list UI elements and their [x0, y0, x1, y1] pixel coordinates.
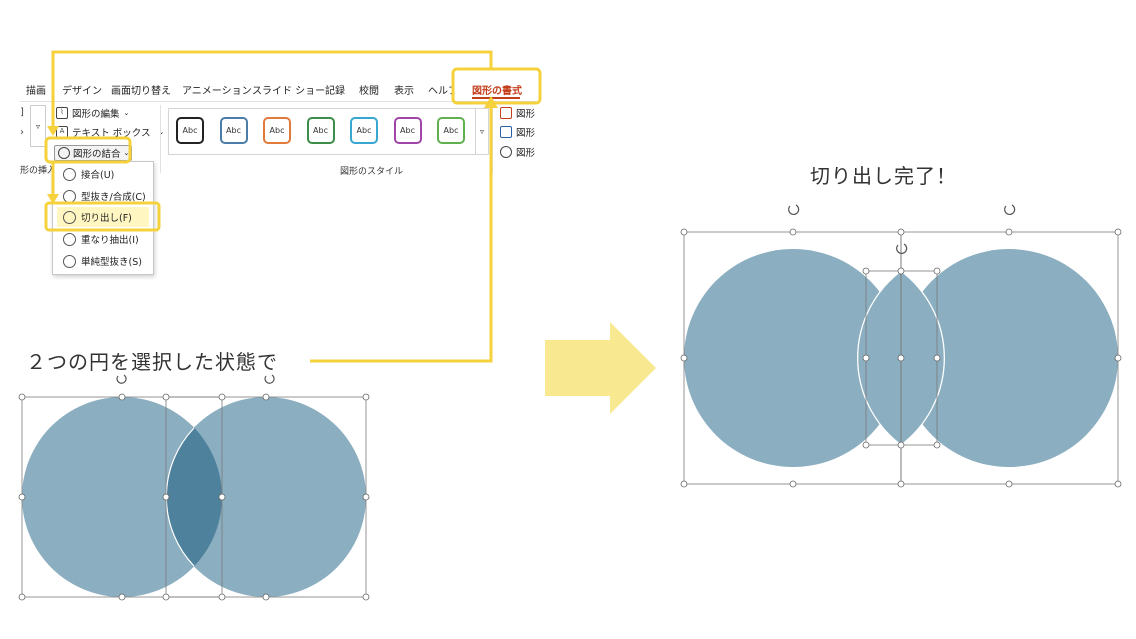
- menu-item-subtract[interactable]: 単純型抜き(S): [57, 251, 149, 271]
- tab-shape-format[interactable]: 図形の書式: [472, 86, 522, 97]
- menu-item-intersect[interactable]: 重なり抽出(I): [57, 229, 149, 249]
- shape-effects-command[interactable]: 図形: [500, 145, 535, 159]
- shape-fill-command[interactable]: 図形: [500, 106, 535, 120]
- merge-button-highlight-box: [44, 136, 132, 164]
- before-caption: ２つの円を選択した状態で: [26, 350, 278, 374]
- rotate-handle-icon[interactable]: [116, 374, 275, 384]
- shape-style-option[interactable]: Abc: [437, 117, 465, 144]
- tab-to-merge-connector: [51, 50, 493, 132]
- shape-fill-label: 図形: [516, 109, 536, 120]
- fill-bucket-icon: [500, 107, 512, 119]
- subtract-icon: [63, 254, 76, 268]
- merge-shapes-icon: [58, 147, 70, 159]
- fragment-highlight-box: [44, 201, 161, 232]
- after-caption: 切り出し完了！: [810, 164, 957, 188]
- right-arrow-icon: [545, 322, 656, 414]
- tab-transitions[interactable]: 画面切り替え: [111, 86, 171, 97]
- group-divider: [160, 105, 161, 173]
- rotate-handle-icon[interactable]: [788, 204, 1016, 254]
- shape-style-option[interactable]: Abc: [393, 117, 422, 144]
- chevron-down-icon: ⌄: [123, 149, 130, 157]
- menu-item-label: 接合(U): [81, 170, 115, 181]
- menu-item-union[interactable]: 接合(U): [57, 164, 149, 184]
- chevron-down-icon: ⌄: [123, 109, 130, 117]
- shape-styles-group-label: 図形のスタイル: [340, 167, 404, 177]
- merge-shapes-label: 図形の結合: [73, 149, 121, 160]
- merge-shapes-menu: 接合(U) 型抜き/合成(C) 切り出し(F) 重なり抽出(I) 単純型抜き(S…: [52, 161, 154, 275]
- shape-style-option[interactable]: Abc: [263, 117, 291, 144]
- left-circle-before[interactable]: [22, 397, 222, 597]
- pen-outline-icon: [500, 126, 512, 138]
- connector-arrowhead: [47, 126, 59, 136]
- partial-control-arrow: ›: [20, 127, 24, 138]
- shape-outline-command[interactable]: 図形: [500, 125, 535, 139]
- menu-item-label: 型抜き/合成(C): [81, 192, 146, 203]
- chevron-down-icon: ⌄: [158, 128, 165, 136]
- tab-view[interactable]: 表示: [394, 86, 414, 97]
- shape-style-option[interactable]: Abc: [306, 117, 335, 144]
- connector-arrowhead: [484, 96, 498, 108]
- left-fragment-shape[interactable]: [684, 249, 902, 467]
- caption-to-tab-connector: [310, 104, 493, 363]
- menu-item-label: 単純型抜き(S): [81, 257, 142, 268]
- tab-record[interactable]: 記録: [325, 86, 345, 97]
- tab-design[interactable]: デザイン: [62, 86, 102, 97]
- connector-arrowhead: [47, 194, 59, 204]
- fragment-icon: [63, 210, 76, 224]
- selection-handles-before[interactable]: [18, 393, 370, 601]
- right-circle-before[interactable]: [166, 397, 366, 597]
- tab-animations[interactable]: アニメーション: [182, 86, 252, 97]
- ribbon-tab-row: 描画 デザイン 画面切り替え アニメーション スライド ショー 記録 校閲 表示…: [20, 75, 536, 102]
- menu-item-label: 重なり抽出(I): [81, 235, 139, 246]
- tab-highlight-box: [451, 67, 542, 105]
- tab-review[interactable]: 校閲: [359, 86, 379, 97]
- selection-handles-after[interactable]: [680, 228, 1122, 488]
- effects-icon: [500, 146, 512, 158]
- edit-shape-icon: ⌇: [56, 107, 68, 119]
- insert-shapes-group-label: 形の挿入: [20, 166, 57, 176]
- shape-style-option[interactable]: Abc: [350, 117, 378, 144]
- shape-style-option[interactable]: Abc: [176, 117, 204, 144]
- style-gallery-more-button[interactable]: ▿: [475, 108, 489, 155]
- shape-gallery-scroll[interactable]: ▿: [30, 105, 46, 147]
- shape-style-option[interactable]: Abc: [219, 117, 248, 144]
- tab-draw[interactable]: 描画: [26, 86, 46, 97]
- active-tab-underline: [472, 97, 520, 99]
- ribbon: 描画 デザイン 画面切り替え アニメーション スライド ショー 記録 校閲 表示…: [20, 75, 536, 177]
- partial-control-top: ]: [20, 107, 24, 118]
- right-fragment-shape[interactable]: [900, 249, 1118, 467]
- tab-help[interactable]: ヘルプ: [428, 86, 452, 97]
- text-box-label: テキスト ボックス: [72, 128, 151, 139]
- shape-effects-label: 図形: [516, 148, 536, 159]
- menu-item-label: 切り出し(F): [81, 213, 132, 224]
- tab-slideshow[interactable]: スライド ショー: [252, 86, 326, 97]
- menu-item-fragment[interactable]: 切り出し(F): [57, 207, 149, 227]
- shape-outline-label: 図形: [516, 128, 536, 139]
- union-icon: [63, 167, 76, 181]
- edit-shape-label: 図形の編集: [72, 109, 120, 120]
- intersect-icon: [63, 232, 76, 246]
- edit-shape-command[interactable]: ⌇ 図形の編集 ⌄: [56, 106, 129, 120]
